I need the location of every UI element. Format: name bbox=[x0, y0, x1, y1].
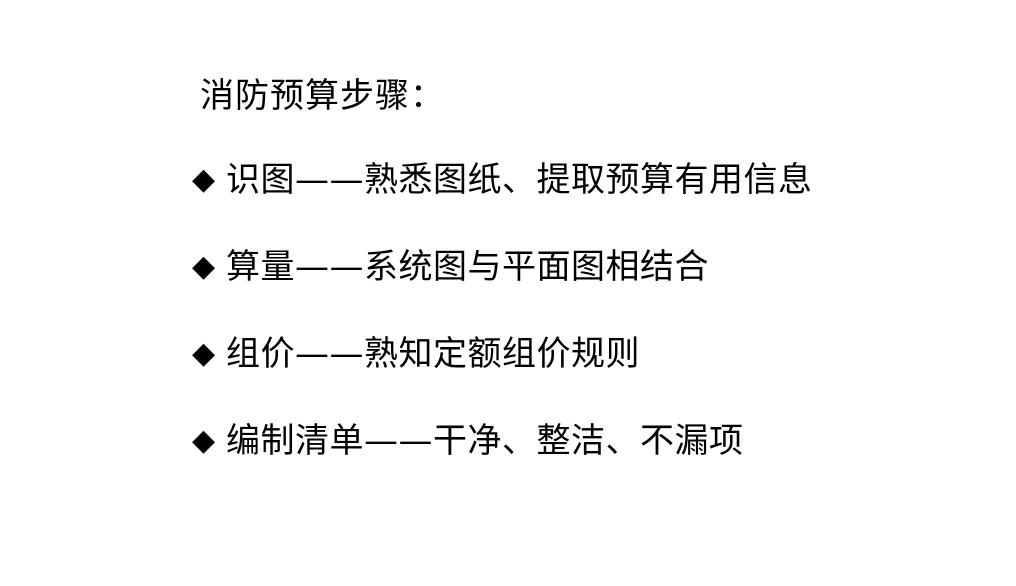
bullet-list: ◆ 识图——熟悉图纸、提取预算有用信息 ◆ 算量——系统图与平面图相结合 ◆ 组… bbox=[192, 156, 813, 504]
slide-title: 消防预算步骤： bbox=[200, 76, 445, 116]
bullet-text: 编制清单——干净、整洁、不漏项 bbox=[226, 421, 744, 461]
bullet-text: 算量——系统图与平面图相结合 bbox=[226, 247, 709, 287]
bullet-text: 组价——熟知定额组价规则 bbox=[226, 334, 640, 374]
diamond-bullet-icon: ◆ bbox=[192, 249, 216, 284]
diamond-bullet-icon: ◆ bbox=[192, 162, 216, 197]
diamond-bullet-icon: ◆ bbox=[192, 423, 216, 458]
list-item: ◆ 组价——熟知定额组价规则 bbox=[192, 330, 813, 417]
bullet-text: 识图——熟悉图纸、提取预算有用信息 bbox=[226, 160, 813, 200]
list-item: ◆ 算量——系统图与平面图相结合 bbox=[192, 243, 813, 330]
list-item: ◆ 编制清单——干净、整洁、不漏项 bbox=[192, 417, 813, 504]
list-item: ◆ 识图——熟悉图纸、提取预算有用信息 bbox=[192, 156, 813, 243]
diamond-bullet-icon: ◆ bbox=[192, 336, 216, 371]
